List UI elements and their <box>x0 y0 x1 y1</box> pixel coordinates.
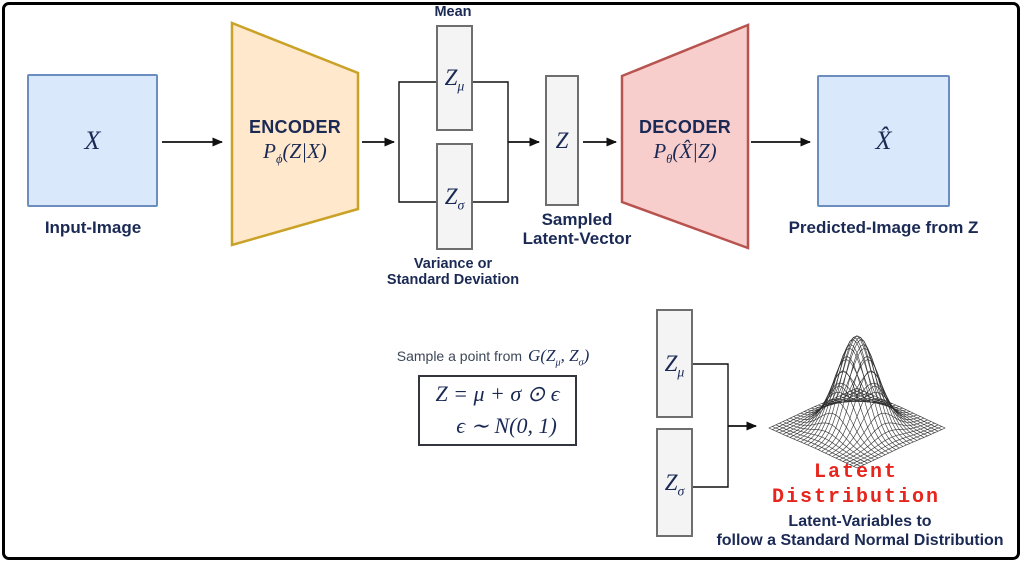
decoder-formula: Pθ(X̂|Z) <box>653 139 717 167</box>
merge-bracket <box>473 81 509 203</box>
latent-distribution-title: Latent Distribution <box>771 461 941 509</box>
split-bracket <box>398 81 436 203</box>
encoder-text: ENCODER Pϕ(Z|X) <box>237 117 353 167</box>
latent-distribution-plot <box>768 335 946 469</box>
bottom-z-mu-symbol: Zμ <box>664 350 685 380</box>
bottom-merge-bracket <box>693 363 729 488</box>
mean-caption: Mean <box>434 4 472 20</box>
flow-arrows <box>162 137 811 431</box>
predicted-image-label: Predicted-Image from Z <box>788 218 979 237</box>
decoder-trapezoid <box>620 23 750 250</box>
sample-point-caption: Sample a point from G(Zμ, Zσ) <box>396 346 590 369</box>
g-distribution-math: G(Zμ, Zσ) <box>528 346 590 369</box>
latent-symbol: Z <box>555 127 569 153</box>
bottom-z-sigma-box: Zσ <box>656 428 693 537</box>
z-sigma-symbol: Zσ <box>444 183 465 213</box>
bottom-z-sigma-symbol: Zσ <box>664 469 685 499</box>
output-image-box: X̂ <box>817 75 950 207</box>
encoder-trapezoid <box>230 21 360 247</box>
z-sigma-box: Zσ <box>436 143 473 250</box>
decoder-title: DECODER <box>638 117 732 137</box>
variance-caption: Variance or Standard Deviation <box>386 256 520 289</box>
decoder-text: DECODER Pθ(X̂|Z) <box>624 117 746 167</box>
output-symbol: X̂ <box>875 126 892 155</box>
latent-vector-box: Z <box>545 75 579 206</box>
encoder-title: ENCODER <box>248 117 342 137</box>
reparameterization-formula-box: Z = μ + σ ⊙ ϵ ϵ ∼ N(0, 1) <box>418 375 577 446</box>
equation-line-2: ϵ ∼ N(0, 1) <box>456 413 557 438</box>
sampled-latent-caption: Sampled Latent-Vector <box>522 210 632 249</box>
bottom-z-mu-box: Zμ <box>656 309 693 418</box>
input-symbol: X <box>84 125 101 155</box>
z-mu-symbol: Zμ <box>444 65 465 94</box>
connector-brackets <box>398 81 729 488</box>
equation-line-1: Z = μ + σ ⊙ ϵ <box>435 381 560 406</box>
input-image-label: Input-Image <box>44 218 142 237</box>
input-image-box: X <box>27 74 158 207</box>
latent-distribution-caption: Latent-Variables to follow a Standard No… <box>716 513 1004 549</box>
encoder-formula: Pϕ(Z|X) <box>263 139 327 167</box>
z-mu-box: Zμ <box>436 25 473 131</box>
